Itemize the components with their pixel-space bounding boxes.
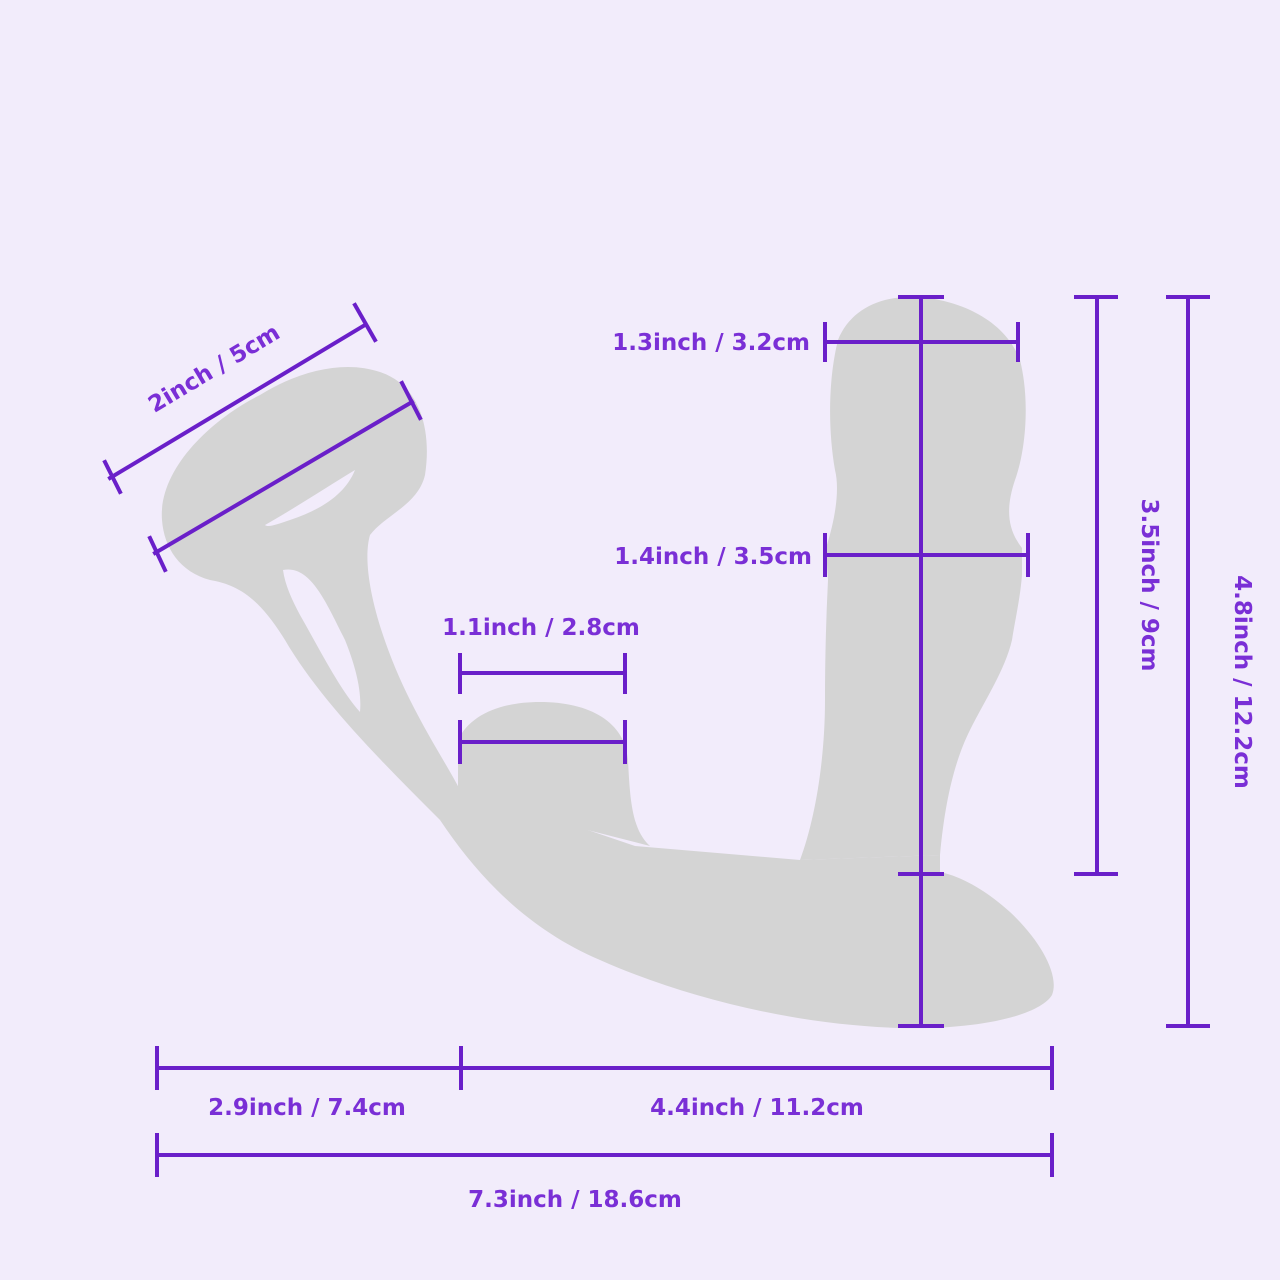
left-length-label: 2.9inch / 7.4cm <box>208 1095 406 1121</box>
ring-inner-tick-right <box>399 380 423 421</box>
dimension-lines <box>102 295 1210 1177</box>
total-height-label: 4.8inch / 12.2cm <box>1229 575 1255 789</box>
ring-outer-line <box>107 322 368 481</box>
total-length-label: 7.3inch / 18.6cm <box>468 1187 682 1213</box>
head-width-label: 1.3inch / 3.2cm <box>612 330 810 356</box>
right-length-label: 4.4inch / 11.2cm <box>650 1095 864 1121</box>
ring-outer-tick-right <box>352 302 378 343</box>
ring-loop <box>161 366 470 820</box>
ring-outer-tick-left <box>102 459 123 495</box>
product-silhouette <box>161 296 1054 1029</box>
shaft-width-label: 1.4inch / 3.5cm <box>614 544 812 570</box>
bump-width-label: 1.1inch / 2.8cm <box>442 615 640 641</box>
ring-inner-tick-left <box>147 535 168 573</box>
bump <box>458 702 650 846</box>
ring-inner-line <box>152 399 415 556</box>
probe-shaft <box>800 296 1026 860</box>
base-bridge <box>440 790 1054 1029</box>
insertable-height-label: 3.5inch / 9cm <box>1136 498 1162 671</box>
